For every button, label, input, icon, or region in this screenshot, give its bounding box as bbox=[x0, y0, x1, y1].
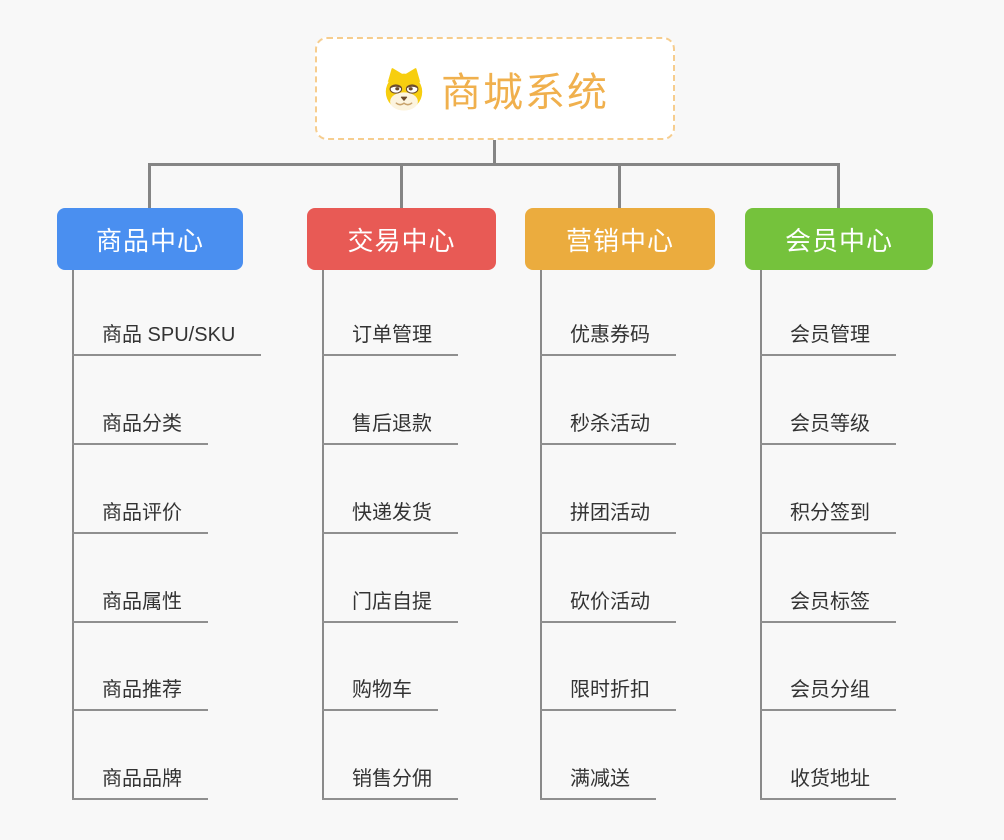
child-item[interactable]: 满减送 bbox=[540, 760, 656, 800]
connector-drop-3 bbox=[618, 163, 621, 208]
branch-header-3[interactable]: 营销中心 bbox=[525, 208, 715, 270]
child-item[interactable]: 砍价活动 bbox=[540, 583, 676, 623]
child-item[interactable]: 优惠券码 bbox=[540, 316, 676, 356]
branch-spine-3 bbox=[540, 270, 542, 800]
child-item[interactable]: 商品推荐 bbox=[72, 671, 208, 711]
branch-spine-1 bbox=[72, 270, 74, 800]
child-item[interactable]: 秒杀活动 bbox=[540, 405, 676, 445]
child-item[interactable]: 拼团活动 bbox=[540, 494, 676, 534]
child-item[interactable]: 订单管理 bbox=[322, 316, 458, 356]
child-item[interactable]: 会员等级 bbox=[760, 405, 896, 445]
connector-root-stem bbox=[493, 140, 496, 166]
connector-trunk bbox=[148, 163, 840, 166]
child-item[interactable]: 收货地址 bbox=[760, 760, 896, 800]
branch-header-2[interactable]: 交易中心 bbox=[307, 208, 496, 270]
child-item[interactable]: 售后退款 bbox=[322, 405, 458, 445]
child-item[interactable]: 商品评价 bbox=[72, 494, 208, 534]
child-item[interactable]: 限时折扣 bbox=[540, 671, 676, 711]
branch-header-4[interactable]: 会员中心 bbox=[745, 208, 933, 270]
child-item[interactable]: 会员标签 bbox=[760, 583, 896, 623]
child-item[interactable]: 销售分佣 bbox=[322, 760, 458, 800]
child-item[interactable]: 商品品牌 bbox=[72, 760, 208, 800]
root-title: 商城系统 bbox=[441, 70, 609, 115]
child-item[interactable]: 会员管理 bbox=[760, 316, 896, 356]
child-item[interactable]: 会员分组 bbox=[760, 671, 896, 711]
branch-spine-2 bbox=[322, 270, 324, 800]
shiba-dog-icon bbox=[381, 66, 427, 112]
connector-drop-4 bbox=[837, 163, 840, 208]
child-item[interactable]: 商品属性 bbox=[72, 583, 208, 623]
connector-drop-1 bbox=[148, 163, 151, 208]
root-node[interactable]: 商城系统 bbox=[315, 37, 675, 140]
child-item[interactable]: 购物车 bbox=[322, 671, 438, 711]
connector-drop-2 bbox=[400, 163, 403, 208]
branch-spine-4 bbox=[760, 270, 762, 800]
branch-header-1[interactable]: 商品中心 bbox=[57, 208, 243, 270]
child-item[interactable]: 快递发货 bbox=[322, 494, 458, 534]
child-item[interactable]: 商品 SPU/SKU bbox=[72, 316, 262, 356]
child-item[interactable]: 积分签到 bbox=[760, 494, 896, 534]
child-item[interactable]: 商品分类 bbox=[72, 405, 208, 445]
child-item[interactable]: 门店自提 bbox=[322, 583, 458, 623]
